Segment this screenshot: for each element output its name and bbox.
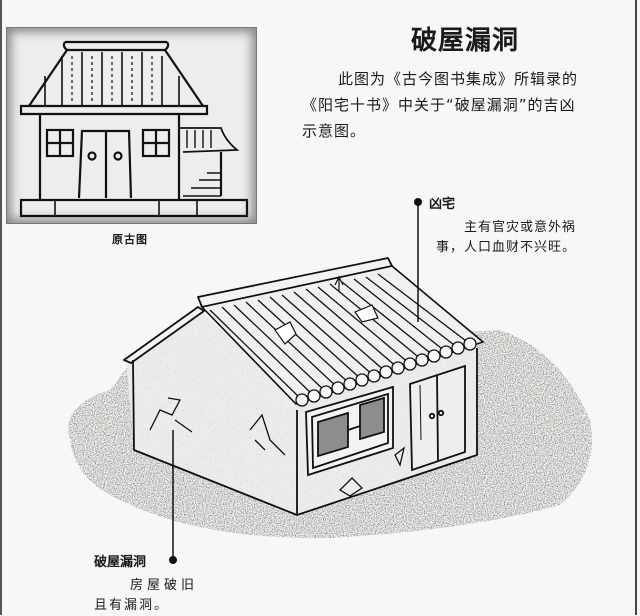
intro-line-2: 《阳宅十书》中关于“破屋漏洞”的吉凶: [302, 96, 576, 114]
callout-broken-house-line-2: 且有漏洞。: [94, 598, 170, 613]
callout-broken-house-line-1: 房屋破旧: [130, 578, 199, 593]
callout-marker-broken-house: [169, 556, 177, 564]
ancient-house-illustration: [19, 40, 249, 218]
callout-body-broken-house: 房屋破旧 且有漏洞。: [94, 576, 224, 616]
page-border-right: [635, 0, 637, 615]
callout-bad-house-line-2: 事，人口血财不兴旺。: [436, 240, 577, 255]
callout-title-bad-house: 凶宅: [429, 197, 456, 212]
original-figure-panel: [6, 27, 257, 224]
page-border-left: [0, 0, 2, 615]
callout-title-broken-house: 破屋漏洞: [94, 555, 147, 570]
callout-body-bad-house: 主有官灾或意外祸 事，人口血财不兴旺。: [436, 218, 631, 258]
callout-bad-house-line-1: 主有官灾或意外祸: [464, 220, 577, 235]
intro-line-3: 示意图。: [302, 122, 367, 140]
intro-line-1: 此图为《古今图书集成》所辑录的: [338, 70, 579, 88]
page-title: 破屋漏洞: [410, 26, 519, 56]
callout-marker-bad-house: [414, 198, 422, 206]
original-figure-caption: 原古图: [112, 233, 148, 246]
intro-paragraph: 此图为《古今图书集成》所辑录的 《阳宅十书》中关于“破屋漏洞”的吉凶 示意图。: [302, 66, 632, 144]
